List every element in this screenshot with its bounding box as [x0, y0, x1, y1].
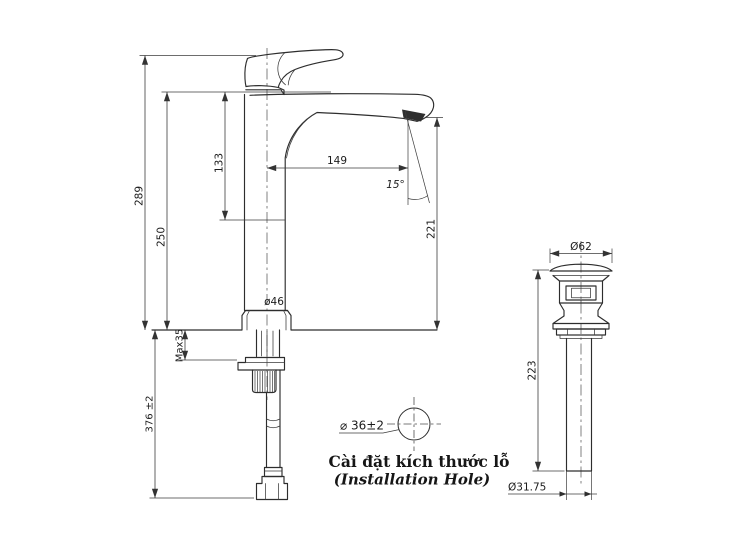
arrow-o3175-left — [559, 491, 567, 497]
hose-bend-marks — [266, 418, 281, 429]
installation-caption-vietnamese: Cài đặt kích thước lỗ — [329, 452, 510, 471]
aerator — [402, 109, 426, 122]
dim-label-223: 223 — [527, 360, 539, 380]
handle-front-edge — [244, 57, 249, 88]
hose-end-nut-facets — [265, 483, 279, 500]
overflow-hole — [571, 287, 591, 299]
hose-end-nut — [255, 475, 289, 501]
handle-pivot-curve — [277, 52, 286, 86]
faucet-handle — [244, 49, 344, 96]
fixing-nut-knurling — [254, 371, 275, 393]
dim-label-hole-diameter: ⌀ 36±2 — [340, 419, 384, 433]
hose-collar — [263, 466, 283, 478]
dim-label-max35: Max35 — [175, 329, 186, 362]
drain-cap — [549, 263, 613, 282]
handle-top-edge — [246, 49, 344, 89]
dim-label-221: 221 — [426, 219, 438, 239]
dim-label-149: 149 — [327, 155, 347, 167]
flange-chamfer-left — [246, 310, 250, 331]
hose-tube — [265, 369, 281, 469]
drain-cap-taper — [552, 274, 610, 282]
drain-assembly-view: Ø62 223 Ø31.75 — [508, 241, 613, 500]
dim-label-376: 376 ±2 — [145, 395, 156, 432]
supply-hose — [255, 369, 289, 501]
drain-dimensions: Ø62 223 Ø31.75 — [508, 241, 613, 500]
faucet-spout-body — [241, 93, 435, 331]
flange-chamfer-right — [283, 310, 287, 331]
dim-label-133: 133 — [214, 153, 226, 173]
dim-label-250: 250 — [156, 227, 168, 247]
dim-label-o46: ø46 — [264, 296, 284, 308]
drain-gasket-lower — [559, 334, 603, 339]
faucet-front-view: 289 250 133 376 ±2 Max35 149 15° — [134, 48, 443, 501]
cartridge-ring-bottom — [245, 89, 285, 96]
threaded-shank — [255, 329, 281, 358]
base-flange — [241, 309, 292, 331]
faucet-dimensions: 289 250 133 376 ±2 Max35 149 15° — [134, 55, 443, 499]
dim-label-o62: Ø62 — [570, 241, 592, 253]
dim-label-289: 289 — [134, 186, 146, 206]
hole-leader-line — [339, 429, 400, 434]
dim-label-o3175: Ø31.75 — [508, 482, 546, 494]
installation-hole-detail: ⌀ 36±2 Cài đặt kích thước lỗ (Installati… — [329, 397, 510, 489]
spout-neck-inner-curve — [286, 112, 318, 159]
fixing-nut — [251, 369, 277, 394]
handle-neck-curve — [287, 69, 296, 86]
angle-slant-line — [404, 110, 430, 204]
tailpipe-walls — [565, 337, 593, 472]
faucet-under-counter-parts — [237, 329, 289, 501]
drain-tailpipe — [565, 337, 593, 472]
shank-thread-lines — [261, 330, 274, 357]
drain-neck — [558, 302, 604, 317]
arrow-o3175-right — [584, 491, 592, 497]
mounting-washer — [237, 356, 286, 371]
fixing-nut-outline — [251, 369, 277, 394]
drain-flange-section — [552, 302, 610, 339]
spout-underside — [284, 111, 418, 312]
drain-overflow-housing — [558, 280, 604, 304]
drain-cap-dome — [549, 263, 613, 272]
angle-arc — [407, 195, 429, 200]
drain-gasket-ticks — [567, 329, 595, 335]
dim-label-15deg: 15° — [386, 179, 405, 191]
drain-flange — [552, 315, 610, 330]
spout-top-edge — [249, 93, 435, 122]
installation-caption-english: (Installation Hole) — [334, 471, 491, 489]
spout-angle-detail: 15° — [386, 110, 430, 205]
cartridge-ring-top — [245, 85, 285, 96]
